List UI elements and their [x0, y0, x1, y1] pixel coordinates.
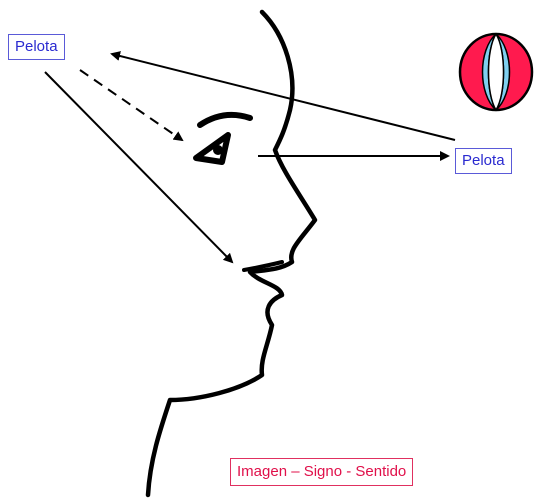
eye-icon	[196, 115, 250, 162]
eyebrow	[200, 115, 250, 125]
eye-shape	[196, 135, 228, 162]
arrow-label-to-eye-dashed	[80, 70, 182, 140]
arrow-label-to-mouth	[45, 72, 232, 262]
striped-ball-icon	[460, 34, 532, 110]
caption-box: Imagen – Signo - Sentido	[230, 458, 413, 486]
ball-label-left: Pelota	[8, 34, 65, 60]
ball-label-right: Pelota	[455, 148, 512, 174]
eye-pupil	[213, 145, 223, 155]
